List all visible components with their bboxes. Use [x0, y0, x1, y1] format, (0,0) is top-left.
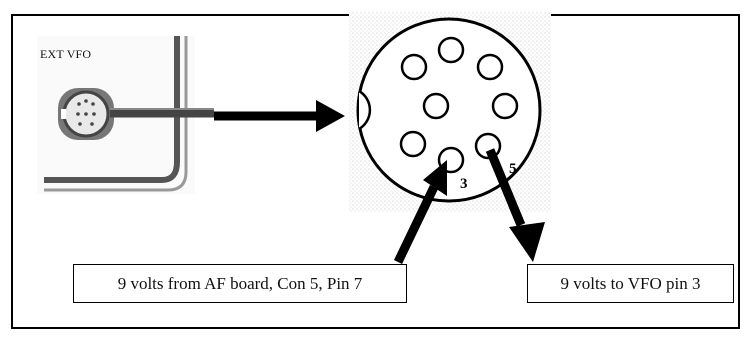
af-board-callout: 9 volts from AF board, Con 5, Pin 7 — [73, 264, 407, 303]
connector-detail: 3 5 — [349, 12, 551, 212]
pin — [400, 53, 428, 81]
connector-key-notch — [358, 89, 372, 131]
pin-label-5: 5 — [509, 161, 517, 177]
vfo-pin-callout: 9 volts to VFO pin 3 — [527, 264, 734, 303]
pin — [437, 36, 465, 64]
ext-vfo-panel — [37, 36, 214, 194]
pin — [476, 53, 504, 81]
panel-socket-icon — [58, 88, 114, 140]
pin — [399, 130, 427, 158]
output-arrow — [485, 148, 545, 262]
supply-arrow — [393, 160, 447, 264]
pin-label-3: 3 — [460, 176, 468, 192]
connector-pins — [399, 36, 519, 174]
pin — [491, 92, 519, 120]
pin — [422, 92, 450, 120]
ext-vfo-label: EXT VFO — [40, 47, 92, 61]
connector-arrow — [214, 100, 345, 132]
